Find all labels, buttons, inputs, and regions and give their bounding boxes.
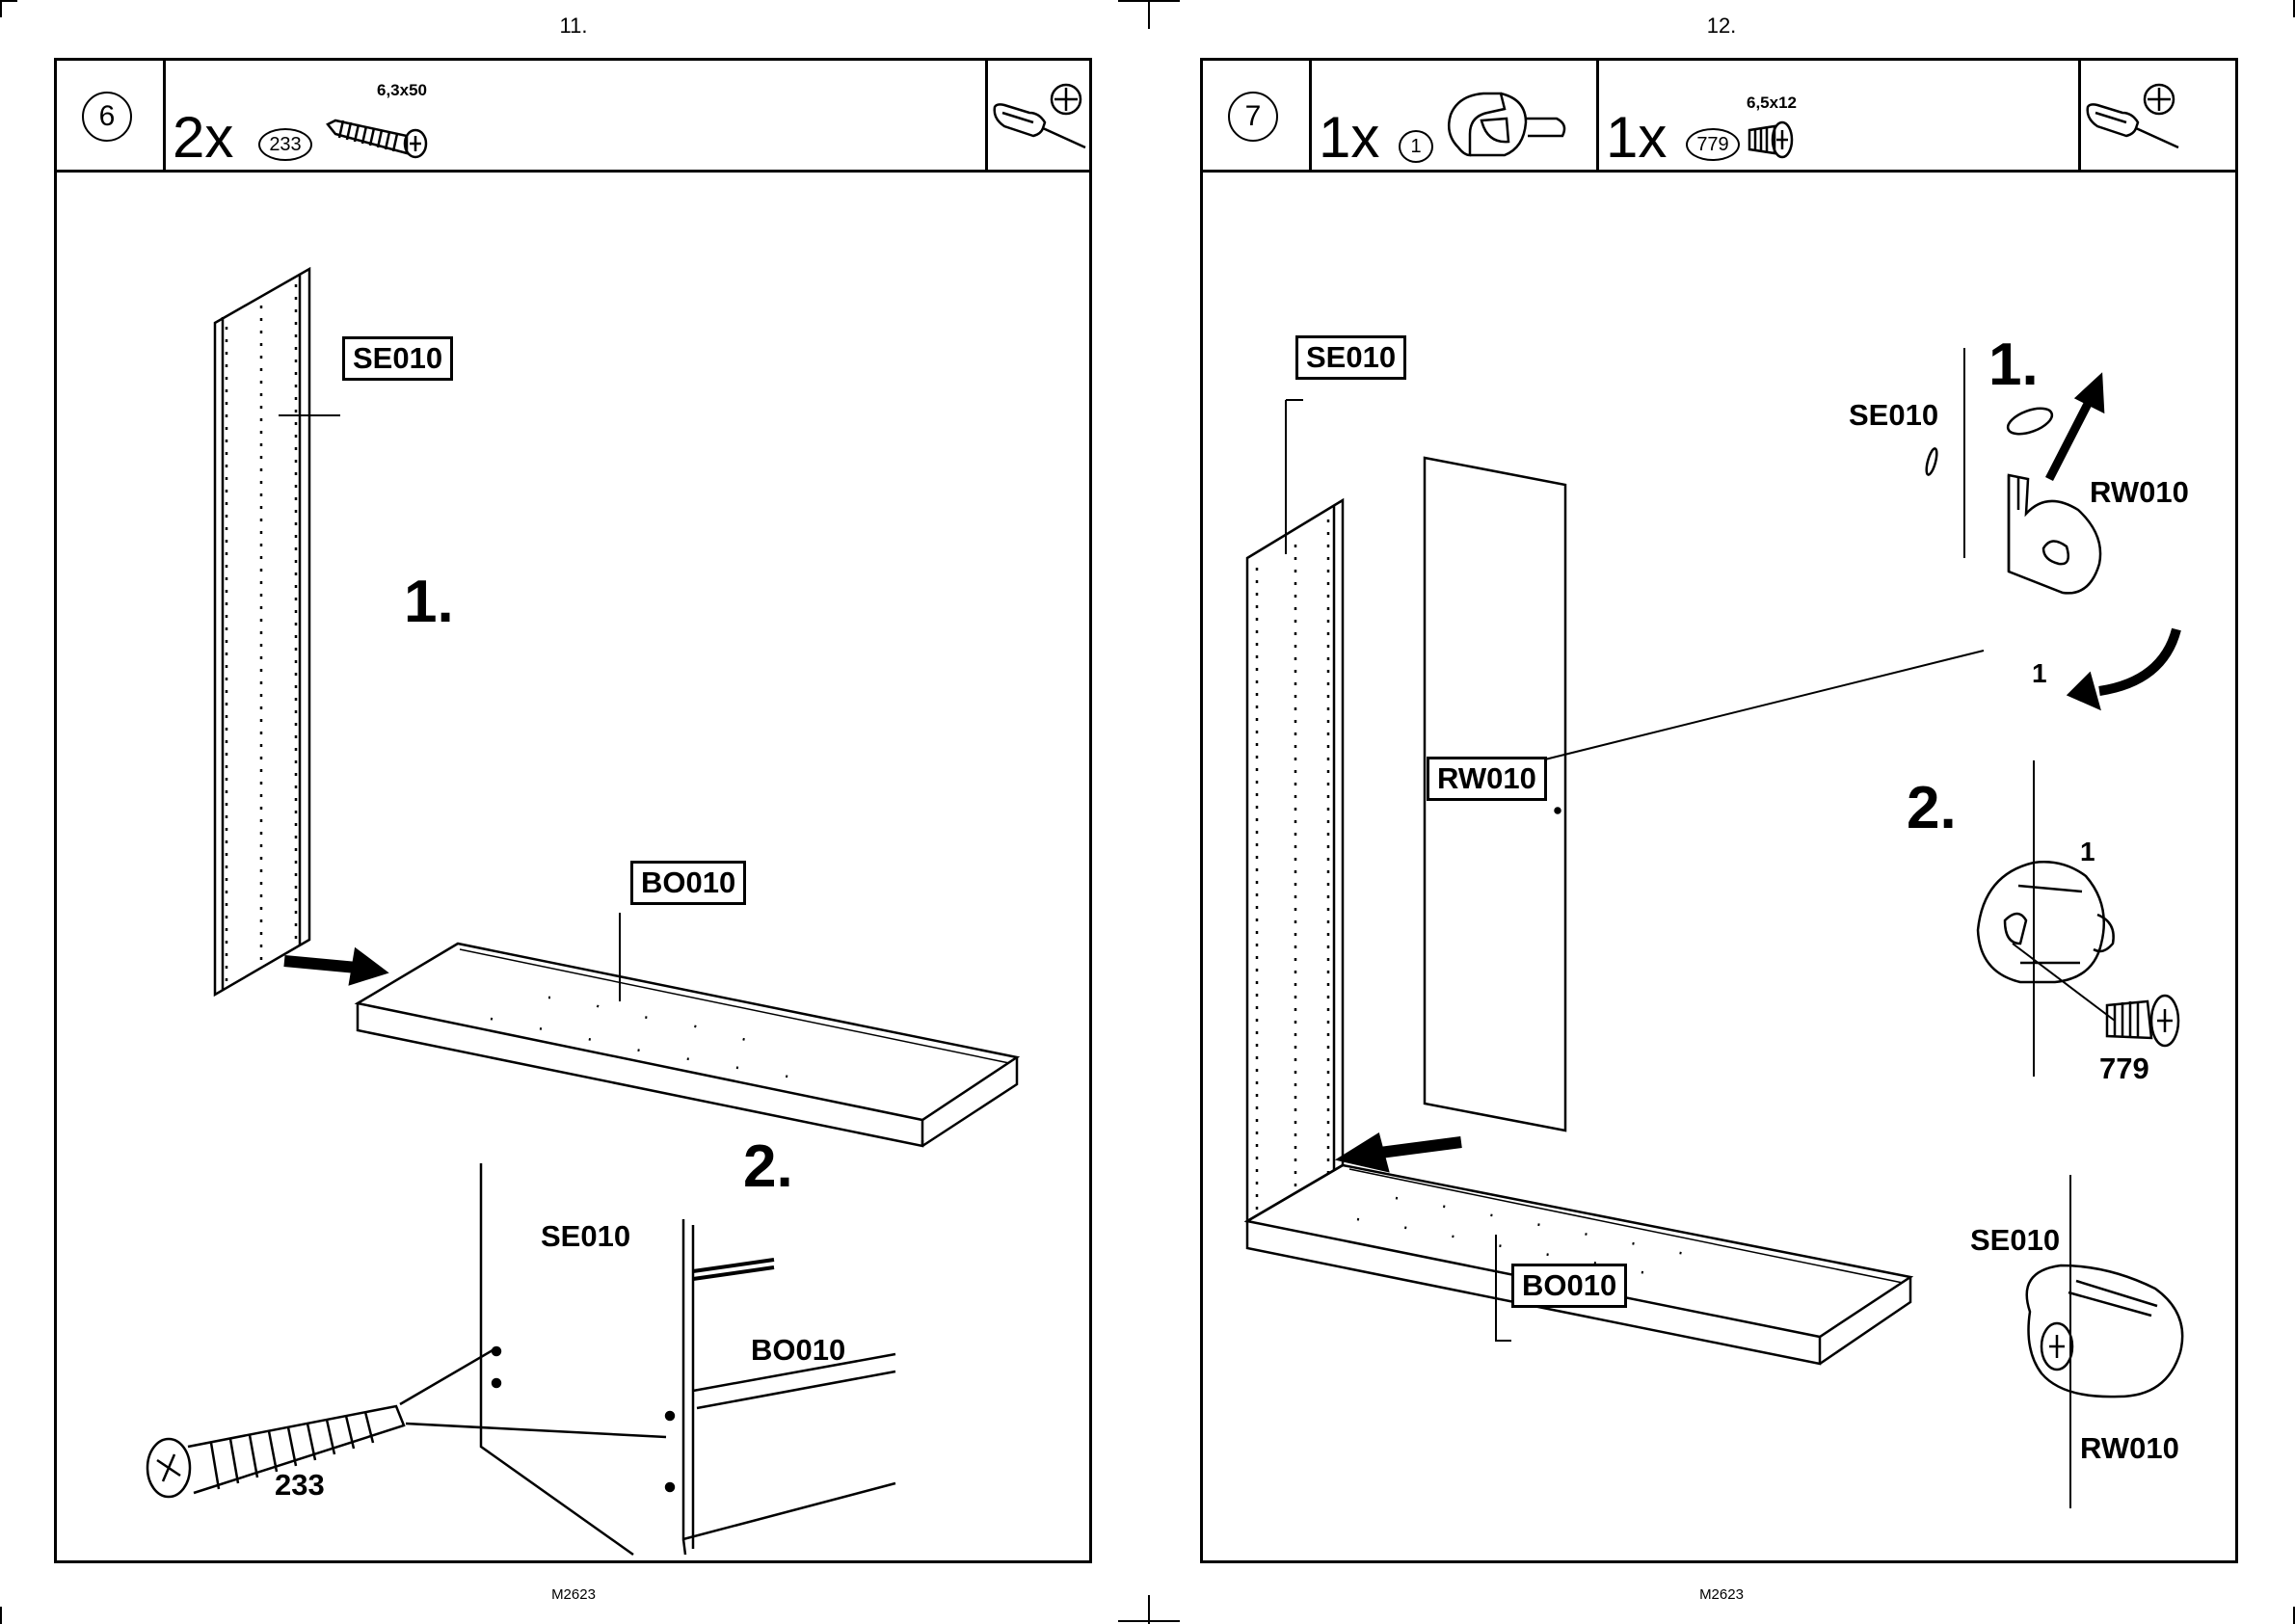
parts-cell: 2x 233 6,3x50 xyxy=(166,61,988,170)
detail-3-label-rw010: RW010 xyxy=(2080,1431,2179,1466)
footer-code-left: M2623 xyxy=(551,1586,596,1603)
label-se010: SE010 xyxy=(342,336,453,381)
step-6-panel: 6 2x 233 6,3x50 xyxy=(54,58,1092,1563)
footer-code-right: M2623 xyxy=(1699,1586,1744,1603)
part-size: 6,5x12 xyxy=(1747,93,1797,113)
screwdriver-icon xyxy=(991,80,1091,157)
part-quantity: 2x xyxy=(173,109,233,167)
part-id-badge: 1 xyxy=(1399,130,1433,163)
screw-779-label: 779 xyxy=(2099,1052,2149,1086)
detail-1-label-rw010: RW010 xyxy=(2090,475,2189,510)
part-2-cell: 1x 779 6,5x12 xyxy=(1599,61,2081,170)
tools-cell xyxy=(2081,61,2238,170)
page-number-right: 12. xyxy=(1707,13,1737,39)
step-number: 7 xyxy=(1228,92,1278,142)
clip-1-detail-2 xyxy=(1978,862,2114,982)
step-number: 6 xyxy=(82,92,132,142)
step-number-cell: 7 xyxy=(1203,61,1312,170)
part-id-badge: 233 xyxy=(258,128,312,161)
detail-label-se010: SE010 xyxy=(541,1219,630,1254)
crop-mark xyxy=(1118,0,1180,2)
detail-1-part-number: 1 xyxy=(2032,658,2047,689)
label-se010: SE010 xyxy=(1295,335,1406,380)
step-number-cell: 6 xyxy=(57,61,166,170)
detail-2-part-number: 1 xyxy=(2080,837,2095,867)
substep-1-label: 1. xyxy=(1988,331,2039,399)
detail-3-label-se010: SE010 xyxy=(1970,1223,2060,1258)
bottom-panel-bo010 xyxy=(358,944,1017,1120)
substep-2-label: 2. xyxy=(1907,774,1957,842)
screw-233-label: 233 xyxy=(275,1468,325,1503)
step-7-panel: 7 1x 1 1x 779 6,5x12 xyxy=(1200,58,2238,1563)
crop-mark xyxy=(0,0,2,17)
clip-rw010-detail-1 xyxy=(2009,475,2100,593)
tools-cell xyxy=(988,61,1092,170)
crop-mark xyxy=(0,0,17,2)
part-quantity: 1x xyxy=(1319,109,1379,167)
page-number-left: 11. xyxy=(560,13,588,39)
part-id-badge: 779 xyxy=(1686,128,1740,161)
step-6-header: 6 2x 233 6,3x50 xyxy=(57,61,1089,173)
short-screw-icon xyxy=(1746,117,1803,165)
detail-1-label-se010: SE010 xyxy=(1849,398,1938,433)
substep-1-label: 1. xyxy=(404,568,454,636)
screwdriver-icon xyxy=(2084,80,2184,157)
bottom-panel-bo010 xyxy=(1247,1165,1910,1337)
label-rw010: RW010 xyxy=(1427,757,1547,801)
part-quantity: 1x xyxy=(1606,109,1667,167)
cam-dowel-screw-icon xyxy=(324,103,430,161)
crop-mark xyxy=(0,1607,2,1624)
part-size: 6,3x50 xyxy=(377,81,427,100)
substep-2-label: 2. xyxy=(743,1132,793,1201)
crop-mark xyxy=(1148,0,1150,29)
step-6-illustration xyxy=(57,173,1089,1560)
rail-holder-clip-icon xyxy=(1441,80,1586,163)
detail-label-bo010: BO010 xyxy=(751,1333,845,1368)
part-1-cell: 1x 1 xyxy=(1312,61,1599,170)
label-bo010: BO010 xyxy=(630,861,746,905)
step-7-header: 7 1x 1 1x 779 6,5x12 xyxy=(1203,61,2235,173)
clip-rw010-detail-3 xyxy=(2027,1265,2182,1397)
label-bo010: BO010 xyxy=(1511,1264,1627,1308)
crop-mark xyxy=(1118,1620,1180,1622)
screw-779-drawing xyxy=(2107,996,2178,1046)
